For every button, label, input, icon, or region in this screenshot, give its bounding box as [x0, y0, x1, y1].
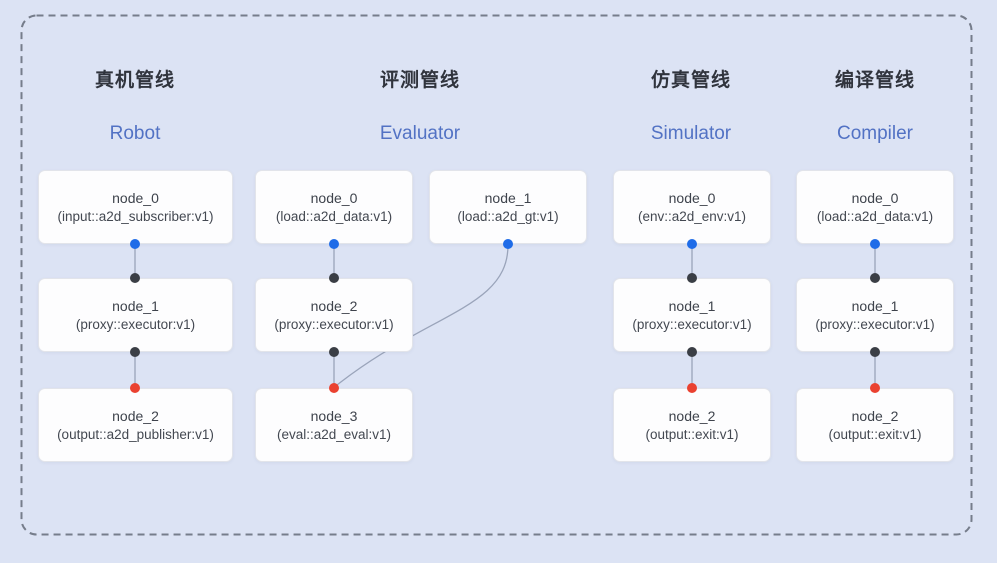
- output-port-dot: [130, 239, 140, 249]
- output-port-dot: [687, 239, 697, 249]
- node-type: (output::exit:v1): [645, 426, 739, 442]
- node-name: node_0: [310, 189, 358, 206]
- pipeline-title-en-compiler: Compiler: [836, 123, 914, 144]
- input-port-dot: [130, 383, 140, 393]
- node-name: node_0: [851, 189, 899, 206]
- node-type: (load::a2d_gt:v1): [457, 208, 559, 224]
- node-type: (output::exit:v1): [828, 426, 922, 442]
- node-type: (load::a2d_data:v1): [816, 208, 934, 224]
- output-port-dot: [130, 347, 140, 357]
- output-port-dot: [329, 347, 339, 357]
- node-card-compiler-1[interactable]: node_1 (proxy::executor:v1): [796, 278, 954, 352]
- edge-lines: [134, 244, 876, 388]
- dashed-frame: [20, 14, 973, 536]
- node-card-evaluator-1[interactable]: node_1 (load::a2d_gt:v1): [429, 170, 587, 244]
- pipeline-title-en-simulator: Simulator: [650, 123, 732, 144]
- node-type: (input::a2d_subscriber:v1): [57, 208, 214, 224]
- node-card-evaluator-3[interactable]: node_3 (eval::a2d_eval:v1): [255, 388, 413, 462]
- input-port-dot: [870, 273, 880, 283]
- output-port-dot: [329, 239, 339, 249]
- pipeline-title-en-evaluator: Evaluator: [379, 123, 461, 144]
- input-port-dot: [687, 273, 697, 283]
- node-type: (env::a2d_env:v1): [637, 208, 747, 224]
- node-name: node_0: [668, 189, 716, 206]
- node-name: node_1: [668, 297, 716, 314]
- node-card-compiler-2[interactable]: node_2 (output::exit:v1): [796, 388, 954, 462]
- node-card-evaluator-2[interactable]: node_2 (proxy::executor:v1): [255, 278, 413, 352]
- input-port-dot: [870, 383, 880, 393]
- node-name: node_2: [112, 407, 159, 424]
- input-port-dot: [687, 383, 697, 393]
- edge-evaluator-1-3-curve: [336, 244, 509, 386]
- node-name: node_2: [851, 407, 899, 424]
- node-type: (eval::a2d_eval:v1): [276, 426, 392, 442]
- node-name: node_2: [668, 407, 716, 424]
- output-port-dot: [687, 347, 697, 357]
- pipeline-title-cn-simulator: 仿真管线: [650, 70, 731, 91]
- node-name: node_2: [310, 297, 358, 314]
- node-type: (proxy::executor:v1): [632, 316, 752, 332]
- node-card-compiler-0[interactable]: node_0 (load::a2d_data:v1): [796, 170, 954, 244]
- pipeline-title-cn-robot: 真机管线: [94, 70, 175, 91]
- node-card-evaluator-0[interactable]: node_0 (load::a2d_data:v1): [255, 170, 413, 244]
- input-port-dot: [329, 273, 339, 283]
- input-port-dot: [329, 383, 339, 393]
- node-name: node_0: [112, 189, 159, 206]
- pipeline-title-cn-compiler: 编译管线: [834, 70, 915, 91]
- node-card-robot-1[interactable]: node_1 (proxy::executor:v1): [38, 278, 233, 352]
- node-name: node_1: [112, 297, 159, 314]
- output-port-dot: [870, 347, 880, 357]
- node-card-simulator-0[interactable]: node_0 (env::a2d_env:v1): [613, 170, 771, 244]
- input-port-dot: [130, 273, 140, 283]
- node-type: (load::a2d_data:v1): [275, 208, 393, 224]
- output-port-dot: [870, 239, 880, 249]
- pipeline-title-cn-evaluator: 评测管线: [379, 70, 460, 91]
- node-name: node_1: [851, 297, 899, 314]
- node-card-simulator-2[interactable]: node_2 (output::exit:v1): [613, 388, 771, 462]
- node-card-robot-2[interactable]: node_2 (output::a2d_publisher:v1): [38, 388, 233, 462]
- pipeline-title-en-robot: Robot: [109, 123, 161, 144]
- node-type: (proxy::executor:v1): [815, 316, 935, 332]
- node-card-robot-0[interactable]: node_0 (input::a2d_subscriber:v1): [38, 170, 233, 244]
- output-port-dot: [503, 239, 513, 249]
- node-name: node_3: [310, 407, 358, 424]
- node-type: (proxy::executor:v1): [75, 316, 196, 332]
- node-card-simulator-1[interactable]: node_1 (proxy::executor:v1): [613, 278, 771, 352]
- node-type: (output::a2d_publisher:v1): [57, 426, 214, 442]
- node-type: (proxy::executor:v1): [274, 316, 394, 332]
- node-name: node_1: [484, 189, 532, 206]
